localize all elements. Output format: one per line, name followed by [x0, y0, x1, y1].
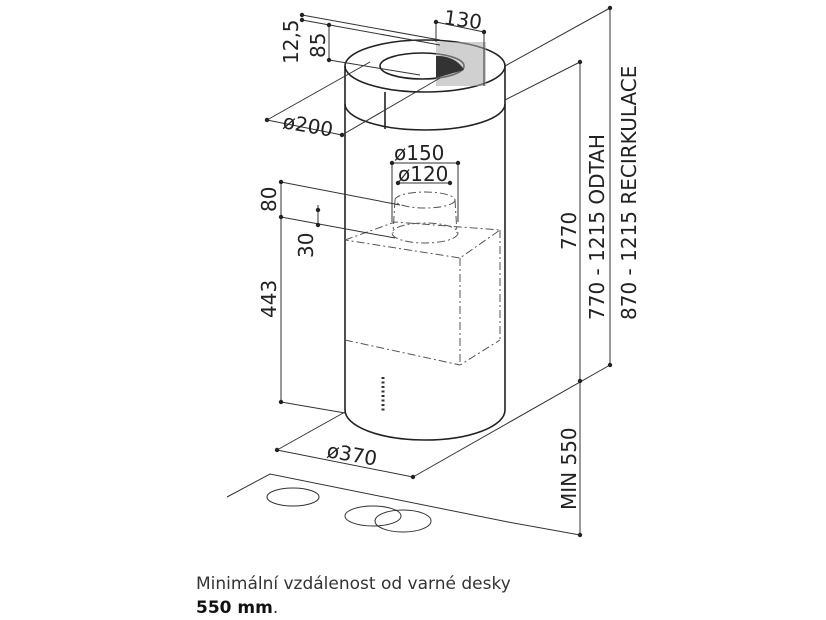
- dim-d200: ø200: [281, 109, 335, 141]
- caption-value: 550 mm: [196, 598, 273, 618]
- caption: Minimální vzdálenost od varné desky 550 …: [196, 572, 511, 620]
- dim-443: 443: [257, 280, 281, 318]
- dimension-lines: [266, 7, 611, 535]
- cooktop: [226, 473, 581, 536]
- caption-suffix: .: [272, 598, 279, 618]
- dim-130: 130: [442, 5, 483, 34]
- caption-line1: Minimální vzdálenost od varné desky: [196, 574, 511, 594]
- dim-d370: ø370: [325, 438, 379, 470]
- dim-770: 770: [557, 212, 581, 250]
- grease-filter-pattern: [436, 42, 486, 86]
- duct-connector: [391, 191, 459, 244]
- motor-box-hidden: [344, 221, 502, 366]
- dim-d120: ø120: [398, 162, 448, 186]
- caption-line2: 550 mm.: [196, 596, 511, 620]
- dim-30: 30: [294, 233, 318, 258]
- dim-770-1215-odtah: 770 - 1215 ODTAH: [585, 134, 609, 320]
- dim-80: 80: [257, 187, 281, 212]
- dim-870-1215-recirkulace: 870 - 1215 RECIRKULACE: [617, 66, 641, 320]
- dim-d150: ø150: [394, 141, 444, 165]
- dim-12-5: 12,5: [279, 19, 303, 64]
- dim-min-550: MIN 550: [557, 427, 581, 510]
- hood-cylinder: [344, 39, 506, 441]
- dim-85: 85: [306, 33, 330, 58]
